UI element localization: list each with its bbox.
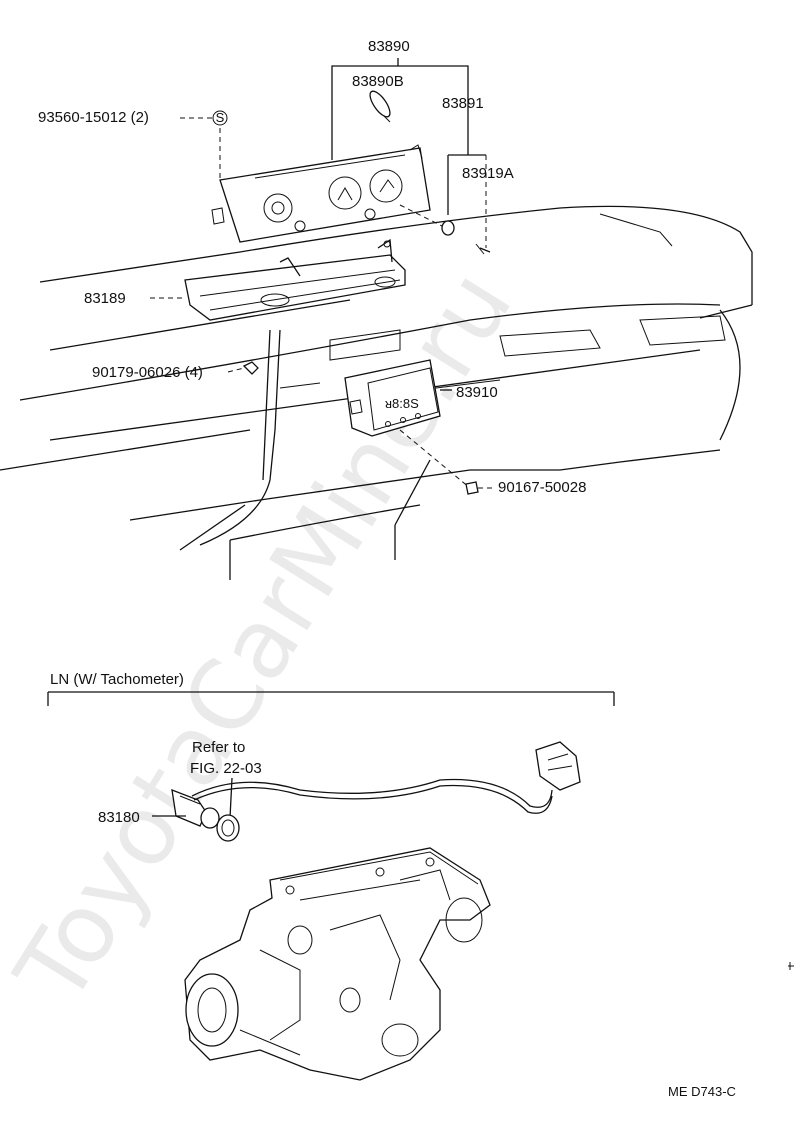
label-83919a: 83919A [462,165,514,182]
meter-bracket [150,238,406,321]
label-90179: 90179-06026 (4) [92,364,203,381]
circle-s-label: S [216,110,225,125]
sensor-cable [191,741,581,814]
label-83890b: 83890B [352,73,404,90]
bulb-icon [369,90,391,123]
screw-leader-93560: S [180,110,228,178]
section-bracket [47,691,615,706]
bracket-83890 [331,58,487,248]
section-title: LN (W/ Tachometer) [50,671,184,688]
label-83189: 83189 [84,290,126,307]
clock-unit: ᴚ8:8S [344,359,471,489]
label-83891: 83891 [442,95,484,112]
transmission-case [184,847,491,1081]
refer-leader [229,777,233,819]
speed-sensor [152,788,240,842]
figure-code: ME D743-C [668,1084,736,1099]
label-83180: 83180 [98,809,140,826]
refer-to-label: Refer to [192,739,245,756]
fig-ref-label: FIG. 22-03 [190,760,262,777]
socket-and-screw [399,204,491,255]
label-83890: 83890 [368,38,410,55]
label-90167: 90167-50028 [498,479,586,496]
label-93560: 93560-15012 (2) [38,109,149,126]
combination-meter [211,144,431,243]
label-83910: 83910 [456,384,498,401]
clock-display: ᴚ8:8S [385,396,419,411]
nut-icon [227,361,259,375]
bolt-icon [465,481,496,495]
